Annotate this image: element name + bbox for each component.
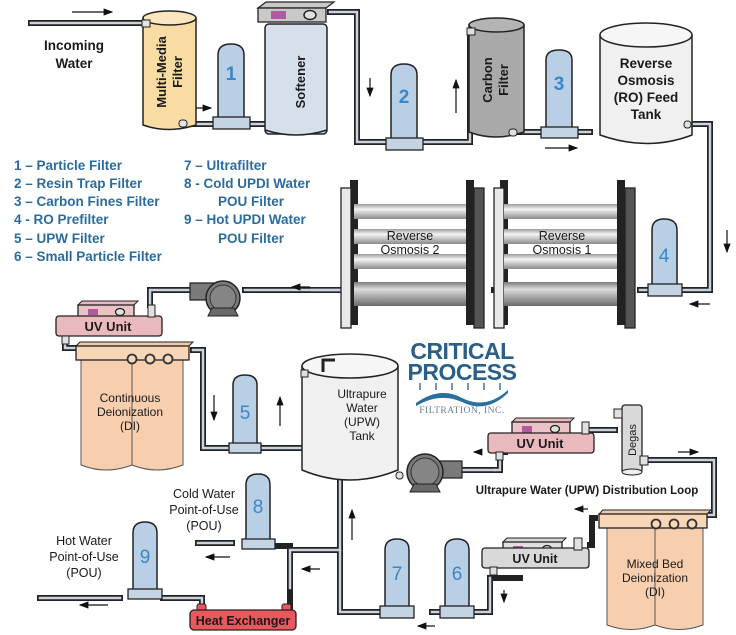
svg-text:UV Unit: UV Unit [85,319,133,334]
svg-text:(POU): (POU) [66,566,101,580]
svg-text:(DI): (DI) [120,419,140,433]
svg-text:UV Unit: UV Unit [512,552,558,566]
svg-text:Reverse: Reverse [620,56,673,71]
svg-text:Multi-Media: Multi-Media [154,35,169,107]
svg-text:Softener: Softener [293,56,308,109]
uv-unit-3[interactable]: UV Unit [481,537,590,576]
svg-text:4: 4 [659,246,670,267]
heat-exchanger[interactable]: Heat Exchanger [189,603,297,631]
legend-item: 6 – Small Particle Filter [14,249,163,264]
svg-text:Osmosis 1: Osmosis 1 [532,243,591,257]
svg-text:Continuous: Continuous [100,391,161,405]
svg-text:Heat Exchanger: Heat Exchanger [196,614,291,628]
pump-1[interactable] [189,280,241,317]
legend-item: 9 – Hot UPDI Water [184,212,307,227]
svg-text:Osmosis 2: Osmosis 2 [380,243,439,257]
legend-col-2: 7 – Ultrafilter 8 - Cold UPDI Water POU … [184,158,311,246]
svg-text:2: 2 [399,87,410,108]
svg-text:Water: Water [55,56,93,71]
svg-text:CRITICAL: CRITICAL [410,338,514,364]
pump-2[interactable] [406,453,463,493]
filter-7[interactable]: 7 [379,538,415,619]
incoming-water-label: Incoming Water [44,38,104,71]
filter-8[interactable]: 8 [241,473,276,550]
ro-feed-tank[interactable]: Reverse Osmosis (RO) Feed Tank [599,22,693,145]
svg-text:8: 8 [253,497,264,518]
legend-item: 3 – Carbon Fines Filter [14,194,160,209]
svg-text:Incoming: Incoming [44,38,104,53]
svg-text:Deionization: Deionization [622,571,688,585]
svg-text:(DI): (DI) [645,585,665,599]
svg-text:Tank: Tank [631,107,662,122]
filter-3[interactable]: 3 [540,49,579,139]
svg-text:UV Unit: UV Unit [517,436,565,451]
svg-text:1: 1 [226,64,237,85]
svg-text:FILTRATION, INC.: FILTRATION, INC. [419,406,505,416]
svg-text:Reverse: Reverse [387,229,434,243]
svg-text:Osmosis: Osmosis [617,73,674,88]
svg-text:3: 3 [554,74,565,95]
critical-process-logo: CRITICAL PROCESS FILTRATION, INC. [408,338,518,416]
svg-text:Water: Water [346,401,378,415]
flow-arrows [72,8,731,630]
legend-item: 7 – Ultrafilter [184,158,267,173]
filter-5[interactable]: 5 [228,374,262,454]
svg-text:Carbon: Carbon [480,57,495,103]
filter-4[interactable]: 4 [647,218,683,297]
upw-tank[interactable]: Ultrapure Water (UPW) Tank [300,353,404,481]
logo-drip-icon [419,383,501,390]
legend-item: 5 – UPW Filter [14,231,106,246]
softener[interactable]: Softener [256,1,336,136]
svg-text:Reverse: Reverse [539,229,586,243]
svg-text:Filter: Filter [170,56,185,88]
degas-unit[interactable]: Degas [613,404,649,476]
hot-pou-label: Hot Water Point-of-Use (POU) [49,534,119,580]
legend-col-1: 1 – Particle Filter 2 – Resin Trap Filte… [14,158,163,264]
svg-text:Tank: Tank [349,429,375,443]
legend-item: 8 - Cold UPDI Water [184,176,311,191]
filter-6[interactable]: 6 [439,538,475,619]
filter-2[interactable]: 2 [385,63,424,151]
svg-text:Mixed Bed: Mixed Bed [627,557,684,571]
legend-item: POU Filter [218,194,285,209]
svg-text:PROCESS: PROCESS [408,359,517,385]
svg-text:6: 6 [452,564,463,585]
uv-unit-2[interactable]: UV Unit [487,417,595,461]
uv-unit-1[interactable]: UV Unit [55,300,163,345]
svg-text:Filter: Filter [496,64,511,96]
carbon-filter[interactable]: Carbon Filter [466,17,525,138]
svg-text:(POU): (POU) [186,519,221,533]
svg-text:Ultrapure: Ultrapure [337,387,387,401]
svg-text:Hot Water: Hot Water [56,534,112,548]
svg-text:Deionization: Deionization [97,405,163,419]
svg-text:5: 5 [240,403,251,424]
svg-text:Degas: Degas [627,424,639,456]
reverse-osmosis-2[interactable]: Reverse Osmosis 2 [340,180,485,329]
distribution-loop-label: Ultrapure Water (UPW) Distribution Loop [476,485,699,497]
filter-1[interactable]: 1 [212,43,251,130]
filter-9[interactable]: 9 [127,521,163,600]
logo-wave-icon [416,390,508,407]
legend-item: 2 – Resin Trap Filter [14,176,143,191]
legend: 1 – Particle Filter 2 – Resin Trap Filte… [14,158,311,264]
svg-text:Cold Water: Cold Water [173,487,235,501]
svg-text:Point-of-Use: Point-of-Use [49,550,119,564]
svg-text:9: 9 [140,547,151,568]
legend-item: POU Filter [218,231,285,246]
reverse-osmosis-1[interactable]: Reverse Osmosis 1 [493,180,636,329]
legend-item: 1 – Particle Filter [14,158,123,173]
svg-text:(RO) Feed: (RO) Feed [614,90,679,105]
cold-pou-label: Cold Water Point-of-Use (POU) [169,487,239,533]
svg-text:7: 7 [392,564,403,585]
multimedia-filter[interactable]: Multi-Media Filter [141,10,197,131]
svg-text:Point-of-Use: Point-of-Use [169,503,239,517]
continuous-deionization[interactable]: Continuous Deionization (DI) [74,341,195,471]
legend-item: 4 - RO Prefilter [14,212,109,227]
svg-text:(UPW): (UPW) [344,415,380,429]
mixed-bed-deionization[interactable]: Mixed Bed Deionization (DI) [597,509,713,630]
